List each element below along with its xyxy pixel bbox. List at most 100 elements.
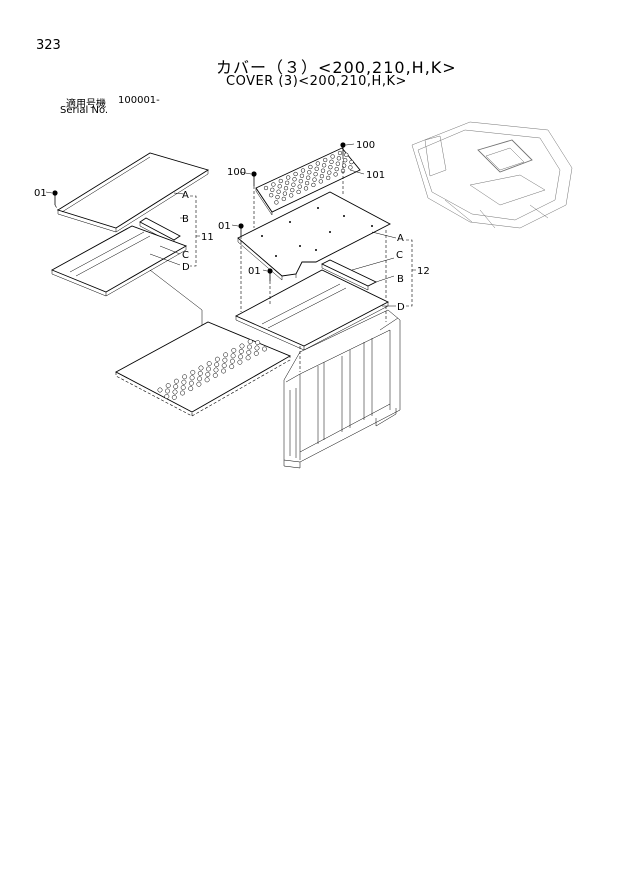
perforation-hole xyxy=(230,353,236,359)
perforation-hole xyxy=(289,193,294,198)
callout-right-perforated-plate: 101 xyxy=(366,170,385,181)
mounting-hole xyxy=(315,249,317,251)
bolt-100-left-icon xyxy=(251,171,257,186)
perforation-hole xyxy=(274,200,279,205)
perforation-hole xyxy=(254,345,260,351)
mounting-hole xyxy=(289,221,291,223)
callout-right-bolt-01-top: 01 xyxy=(218,221,231,232)
perforation-hole xyxy=(245,355,251,361)
serial-number-value: 100001- xyxy=(118,95,160,106)
perforation-hole xyxy=(173,378,179,384)
perforation-hole xyxy=(334,166,339,172)
callout-right-c: C xyxy=(396,250,403,261)
perforation-hole xyxy=(320,168,326,173)
perforation-hole xyxy=(348,165,353,170)
perforation-hole xyxy=(282,191,288,196)
perforation-hole xyxy=(319,173,325,179)
perforation-hole xyxy=(312,177,317,182)
mounting-hole xyxy=(343,215,345,217)
perforation-hole xyxy=(323,157,328,163)
perforation-hole xyxy=(197,376,203,382)
machine-overview-illustration xyxy=(411,121,573,229)
perforation-hole xyxy=(297,184,302,189)
perforation-hole xyxy=(173,384,179,390)
callout-left-a: A xyxy=(182,190,189,201)
perforation-hole xyxy=(214,356,220,362)
perforation-hole xyxy=(335,161,340,166)
perforation-hole xyxy=(255,340,261,346)
perforation-hole xyxy=(292,177,297,182)
perforation-hole xyxy=(189,375,195,381)
perforation-hole xyxy=(284,180,290,185)
perforation-hole xyxy=(343,158,348,163)
mounting-hole xyxy=(299,245,301,247)
perforation-hole xyxy=(277,184,282,189)
perforation-hole xyxy=(269,193,274,198)
perforation-hole xyxy=(271,182,276,187)
perforation-hole xyxy=(336,156,342,161)
perforation-hole xyxy=(262,346,267,352)
perforation-hole xyxy=(188,386,194,392)
perforation-hole xyxy=(198,365,204,371)
callout-right-b: B xyxy=(397,274,404,285)
page-number: 323 xyxy=(36,38,61,53)
right-bolt-01-top-icon xyxy=(238,223,244,236)
callout-right-bolt-100-left: 100 xyxy=(227,167,246,178)
callout-left-bolt: 01 xyxy=(34,188,47,199)
mounting-hole xyxy=(371,225,373,227)
perforation-hole xyxy=(180,390,185,396)
perforation-hole xyxy=(318,179,323,184)
serial-label-japanese: 適用号機 xyxy=(66,99,106,110)
callout-left-b: B xyxy=(182,214,189,225)
perforation-hole xyxy=(181,379,187,385)
callout-left-c: C xyxy=(182,250,189,261)
perforation-hole xyxy=(296,189,301,195)
perforation-hole xyxy=(213,367,219,373)
perforation-hole xyxy=(291,182,296,187)
callout-right-bolt-100-top: 100 xyxy=(356,140,375,151)
right-bolt-01-bottom-icon xyxy=(267,268,273,281)
left-seal-strip-b xyxy=(139,217,181,241)
perforation-hole xyxy=(222,357,228,363)
callout-left-group: 11 xyxy=(201,232,214,243)
perforation-hole xyxy=(304,180,310,186)
perforation-hole xyxy=(281,196,286,202)
perforation-hole xyxy=(314,166,319,171)
perforation-hole xyxy=(263,185,269,191)
perforation-hole xyxy=(221,368,226,374)
perforation-hole xyxy=(212,372,218,378)
right-plate-a-mounting-holes xyxy=(261,207,373,257)
perforation-hole xyxy=(229,358,235,364)
perforation-hole xyxy=(313,172,318,177)
perforation-hole xyxy=(349,159,354,165)
page-title-japanese: カバー（３）<200,210,H,K> xyxy=(216,58,457,77)
perforation-hole xyxy=(311,182,316,188)
floor-perforation-holes xyxy=(157,339,267,400)
perforation-hole xyxy=(300,168,306,173)
perforation-hole xyxy=(337,150,343,156)
perforation-hole xyxy=(333,172,338,177)
perforation-hole xyxy=(165,383,171,389)
left-cover-assembly xyxy=(45,152,210,326)
perforation-hole xyxy=(299,173,305,178)
perforation-hole xyxy=(206,361,212,367)
mounting-hole xyxy=(261,235,263,237)
perforation-hole xyxy=(238,354,244,360)
floor-perforated-plate xyxy=(115,321,292,417)
perforation-hole xyxy=(270,187,275,192)
perforation-hole xyxy=(330,154,335,159)
perforation-hole xyxy=(223,352,229,358)
callout-right-group: 12 xyxy=(417,266,430,277)
perforation-hole xyxy=(206,366,211,372)
perforation-hole xyxy=(180,385,186,391)
perforation-hole xyxy=(326,175,331,181)
perforation-hole xyxy=(308,164,313,170)
perforation-hole xyxy=(276,189,281,194)
perforation-hole xyxy=(239,343,245,349)
perforation-hole xyxy=(278,178,283,184)
perforation-hole xyxy=(182,374,188,380)
perforation-hole xyxy=(306,175,311,180)
perforation-hole xyxy=(247,339,253,345)
callout-right-d: D xyxy=(397,302,405,313)
